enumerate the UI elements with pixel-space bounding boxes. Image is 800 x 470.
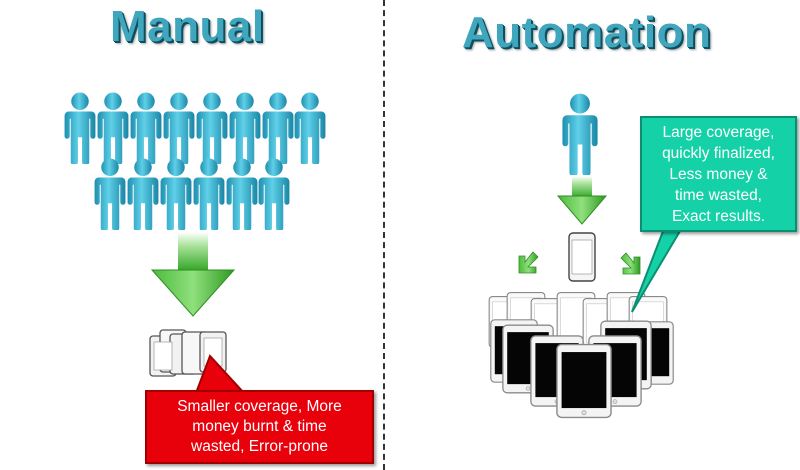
automation-title: Automation [462, 8, 712, 57]
phone-icon [568, 232, 596, 282]
person-icon [226, 158, 258, 230]
person-icon [130, 92, 162, 164]
diagonal-arrow-icon [620, 252, 641, 275]
person-icon [262, 92, 294, 164]
automation-callout-text: Large coverage, quickly finalized, Less … [662, 123, 775, 225]
tablet-icon [556, 343, 612, 419]
person-icon [160, 158, 192, 230]
manual-devices-group [149, 329, 227, 377]
manual-callout: Smaller coverage, More money burnt & tim… [145, 390, 374, 464]
manual-title: Manual [110, 2, 265, 51]
person-icon [97, 92, 129, 164]
manual-callout-text: Smaller coverage, More money burnt & tim… [177, 398, 342, 455]
automation-callout: Large coverage, quickly finalized, Less … [640, 116, 797, 232]
diagonal-arrow-icon [518, 251, 539, 274]
down-arrow-icon [150, 232, 236, 317]
person-icon [193, 158, 225, 230]
person-icon [127, 158, 159, 230]
person-icon [258, 158, 290, 230]
automation-devices-group [488, 292, 674, 419]
person-icon [196, 92, 228, 164]
down-arrow-icon [556, 176, 608, 225]
person-icon [64, 92, 96, 164]
manual-people-group [64, 92, 326, 230]
person-icon [562, 93, 598, 175]
person-icon [229, 92, 261, 164]
person-icon [94, 158, 126, 230]
section-divider [383, 0, 385, 470]
person-icon [163, 92, 195, 164]
person-icon [294, 92, 326, 164]
